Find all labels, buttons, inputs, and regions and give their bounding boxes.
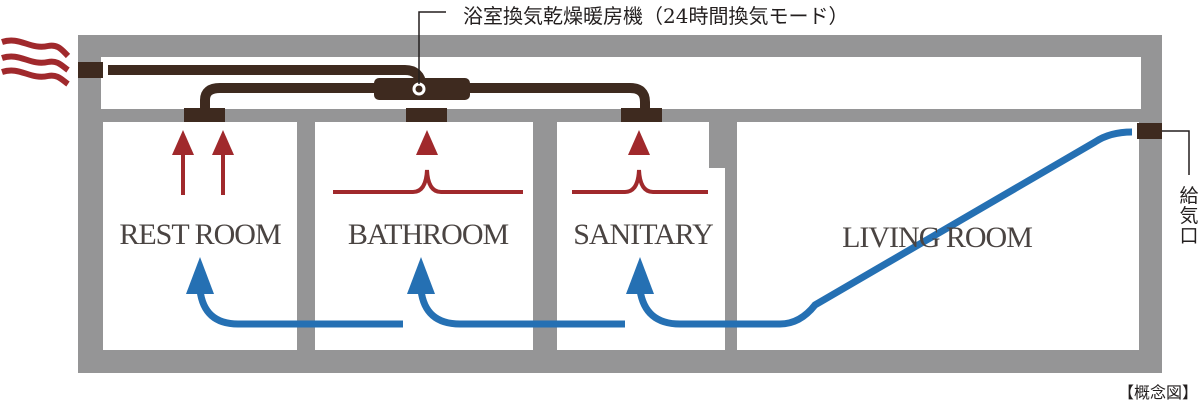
room-bathroom <box>315 122 533 350</box>
room-label: REST ROOM <box>119 218 281 251</box>
room-restroom <box>103 122 297 350</box>
room-label: LIVING ROOM <box>842 221 1032 254</box>
exhaust-arrows <box>172 130 708 195</box>
ventilation-unit <box>374 78 470 100</box>
exhaust-vent <box>78 62 103 78</box>
supply-leader-line <box>1162 130 1190 175</box>
sanitary-white <box>557 122 707 168</box>
exhaust-outlet-icon <box>1 37 71 87</box>
room-label: SANITARY <box>573 218 713 251</box>
leader-line <box>418 11 446 84</box>
vent-restroom <box>184 108 225 122</box>
supply-vent <box>1137 123 1162 139</box>
supply-label-char: 気 <box>1179 205 1198 227</box>
supply-arrows <box>186 128 1133 328</box>
room-label: BATHROOM <box>348 218 509 251</box>
vent-sanitary <box>621 108 662 122</box>
partition <box>725 168 735 350</box>
sanitary-inner <box>557 168 725 350</box>
supply-label-char: 口 <box>1179 225 1198 247</box>
partition <box>545 168 555 350</box>
device-title: 浴室換気乾燥暖房機（24時間換気モード） <box>463 4 848 28</box>
caption: 【概念図】 <box>1118 383 1198 402</box>
vent-bathroom <box>406 108 447 122</box>
supply-label-char: 給 <box>1179 185 1198 207</box>
